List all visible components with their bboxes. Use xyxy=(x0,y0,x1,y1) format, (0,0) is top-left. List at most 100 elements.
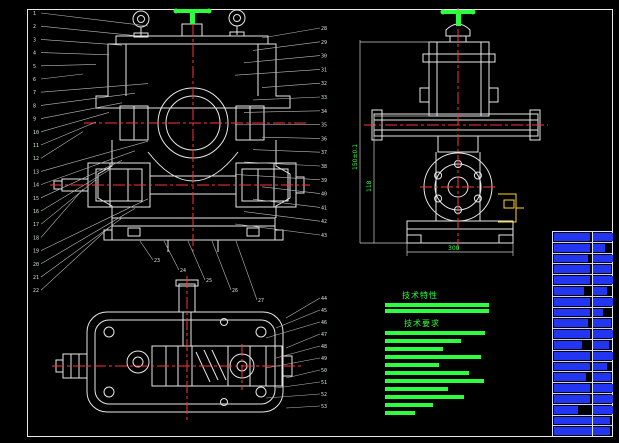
bom-row xyxy=(553,362,612,373)
balloon-label: 32 xyxy=(321,81,327,87)
sheet-border xyxy=(27,9,613,437)
dimension-lines xyxy=(359,40,514,256)
balloon-label: 38 xyxy=(321,164,327,170)
balloon-label: 49 xyxy=(321,356,327,362)
dimension-text: 150±0.1 xyxy=(352,144,359,170)
handwheel-icons xyxy=(173,8,476,26)
balloon-label: 14 xyxy=(33,183,39,189)
balloon-label: 11 xyxy=(33,143,39,149)
balloon-label: 28 xyxy=(321,26,327,32)
leader-line xyxy=(40,160,123,199)
leader-line xyxy=(275,345,321,359)
leader-line xyxy=(234,223,321,236)
leader-line xyxy=(40,189,84,238)
balloon-label: 6 xyxy=(33,77,36,83)
bom-row xyxy=(553,286,612,297)
tech-requirements-title: 技术要求 xyxy=(404,319,440,328)
leader-line xyxy=(187,240,206,281)
bom-cell xyxy=(593,254,613,263)
balloon-label: 47 xyxy=(321,332,327,338)
bom-row xyxy=(553,329,613,340)
leader-line xyxy=(243,161,321,167)
leader-line xyxy=(40,121,97,146)
balloon-label: 53 xyxy=(321,404,327,410)
balloon-label: 10 xyxy=(33,130,39,136)
leader-line xyxy=(40,208,136,265)
leader-line xyxy=(139,240,154,261)
leader-line xyxy=(40,39,123,46)
bom-cell xyxy=(593,319,611,328)
balloon-label: 7 xyxy=(33,90,36,96)
bom-cell xyxy=(593,297,613,306)
bom-cell xyxy=(593,265,611,274)
balloon-label: 31 xyxy=(321,67,327,73)
leader-line xyxy=(40,198,149,251)
bom-row xyxy=(553,254,613,265)
leader-line xyxy=(243,55,321,64)
bom-cell xyxy=(593,405,613,414)
leader-line xyxy=(252,149,321,153)
balloon-label: 22 xyxy=(33,288,39,294)
bom-cell xyxy=(554,297,590,306)
balloon-label: 51 xyxy=(321,380,327,386)
balloon-label: 44 xyxy=(321,296,327,302)
leader-line xyxy=(252,41,321,51)
balloon-label: 26 xyxy=(232,288,238,294)
bom-row xyxy=(553,297,613,308)
leader-line xyxy=(252,198,321,208)
yellow-clamp-detail xyxy=(498,193,524,223)
leader-line xyxy=(261,186,321,194)
leader-line xyxy=(40,92,136,106)
balloon-label: 2 xyxy=(33,24,36,30)
balloon-label: 40 xyxy=(321,192,327,198)
leader-line xyxy=(285,369,321,379)
bom-cell xyxy=(593,373,611,382)
bom-cell xyxy=(593,308,603,317)
balloon-label: 46 xyxy=(321,320,327,326)
side-handwheel-icon xyxy=(443,10,473,14)
leader-line xyxy=(285,405,321,409)
leader-line xyxy=(40,12,149,27)
leader-line xyxy=(234,69,321,76)
leader-line xyxy=(265,357,321,369)
leader-line xyxy=(40,52,110,56)
balloon-label: 50 xyxy=(321,368,327,374)
balloon-label: 43 xyxy=(321,233,327,239)
bom-row xyxy=(553,264,612,276)
bom-cell xyxy=(554,254,588,263)
bom-cell xyxy=(554,373,586,382)
balloon-label: 27 xyxy=(258,298,264,304)
front-handwheel-icon xyxy=(176,9,209,13)
leader-line xyxy=(235,240,258,301)
bom-cell xyxy=(593,233,613,241)
bom-cell xyxy=(554,265,590,274)
bom-cell xyxy=(554,351,590,360)
dimension-text: 300 xyxy=(448,245,460,252)
balloon-label: 19 xyxy=(33,249,39,255)
bom-row xyxy=(553,275,613,286)
leader-line xyxy=(40,131,84,159)
balloon-label: 42 xyxy=(321,219,327,225)
bom-cell xyxy=(554,394,590,403)
bom-cell xyxy=(593,351,613,360)
parts-list-table xyxy=(552,231,613,437)
balloon-label: 20 xyxy=(33,262,39,268)
bom-row xyxy=(553,383,613,394)
balloon-label: 39 xyxy=(321,178,327,184)
leader-line xyxy=(40,179,97,225)
leader-line xyxy=(40,112,110,133)
balloon-label: 12 xyxy=(33,156,39,162)
parts-list-column-divider xyxy=(592,232,593,436)
bom-row xyxy=(553,394,613,405)
bom-row xyxy=(553,318,612,330)
bom-cell xyxy=(554,405,578,414)
bom-cell xyxy=(554,319,588,328)
balloon-label: 18 xyxy=(33,235,39,241)
leader-line xyxy=(40,25,136,36)
bom-row xyxy=(553,426,612,436)
leader-line xyxy=(211,240,232,291)
bom-cell xyxy=(554,340,582,349)
balloon-label: 36 xyxy=(321,136,327,142)
